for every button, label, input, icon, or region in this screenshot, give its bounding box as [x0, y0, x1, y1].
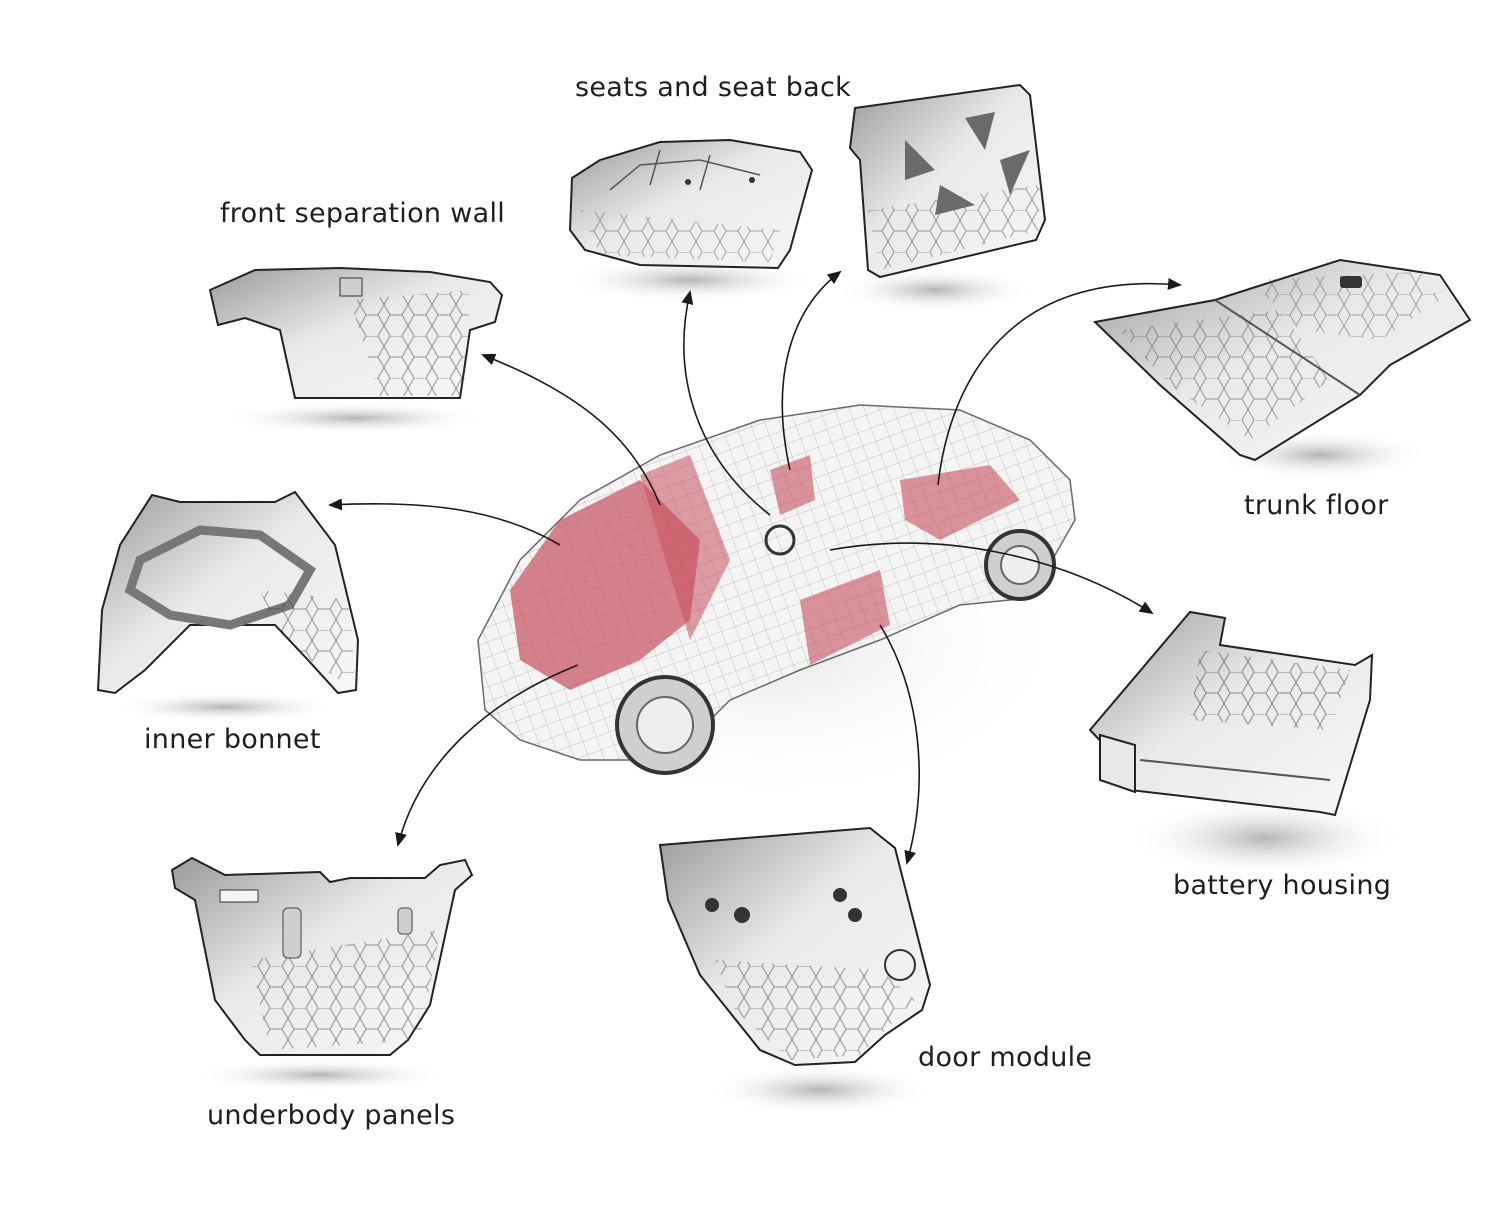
inner-bonnet-part	[96, 490, 360, 695]
label-underbody-panels: underbody panels	[207, 1100, 456, 1131]
car-highlight-seat	[770, 455, 815, 515]
arrow-to-trunk-floor	[937, 277, 1182, 486]
front-separation-wall-part	[208, 266, 504, 399]
door-module-part	[658, 826, 932, 1067]
seat-back-part	[848, 83, 1047, 279]
arrow-to-inner-bonnet	[328, 498, 561, 546]
underbody-panels-part	[170, 856, 474, 1056]
arrow-to-seat	[681, 290, 771, 516]
car-wireframe	[477, 404, 1076, 775]
car-highlight-door	[800, 570, 890, 665]
label-front-separation-wall: front separation wall	[220, 198, 506, 229]
arrow-to-seat-back	[781, 270, 842, 471]
arrow-to-front-separation-wall	[481, 353, 661, 506]
car-highlight-wall	[640, 455, 730, 640]
car-highlight-trunk	[900, 465, 1020, 540]
label-inner-bonnet: inner bonnet	[144, 724, 321, 755]
arrow-to-door-module	[879, 624, 920, 865]
arrow-to-underbody-panels	[395, 664, 579, 847]
arrow-to-battery-housing	[829, 542, 1154, 615]
trunk-floor-part	[1092, 258, 1472, 462]
arrows	[328, 270, 1182, 865]
car-highlight-bonnet	[510, 480, 700, 690]
battery-housing-part	[1088, 610, 1374, 817]
label-seats-and-seat-back: seats and seat back	[575, 72, 852, 103]
label-trunk-floor: trunk floor	[1244, 490, 1389, 521]
label-battery-housing: battery housing	[1173, 870, 1392, 901]
label-door-module: door module	[918, 1042, 1093, 1073]
seat-part	[568, 138, 814, 270]
